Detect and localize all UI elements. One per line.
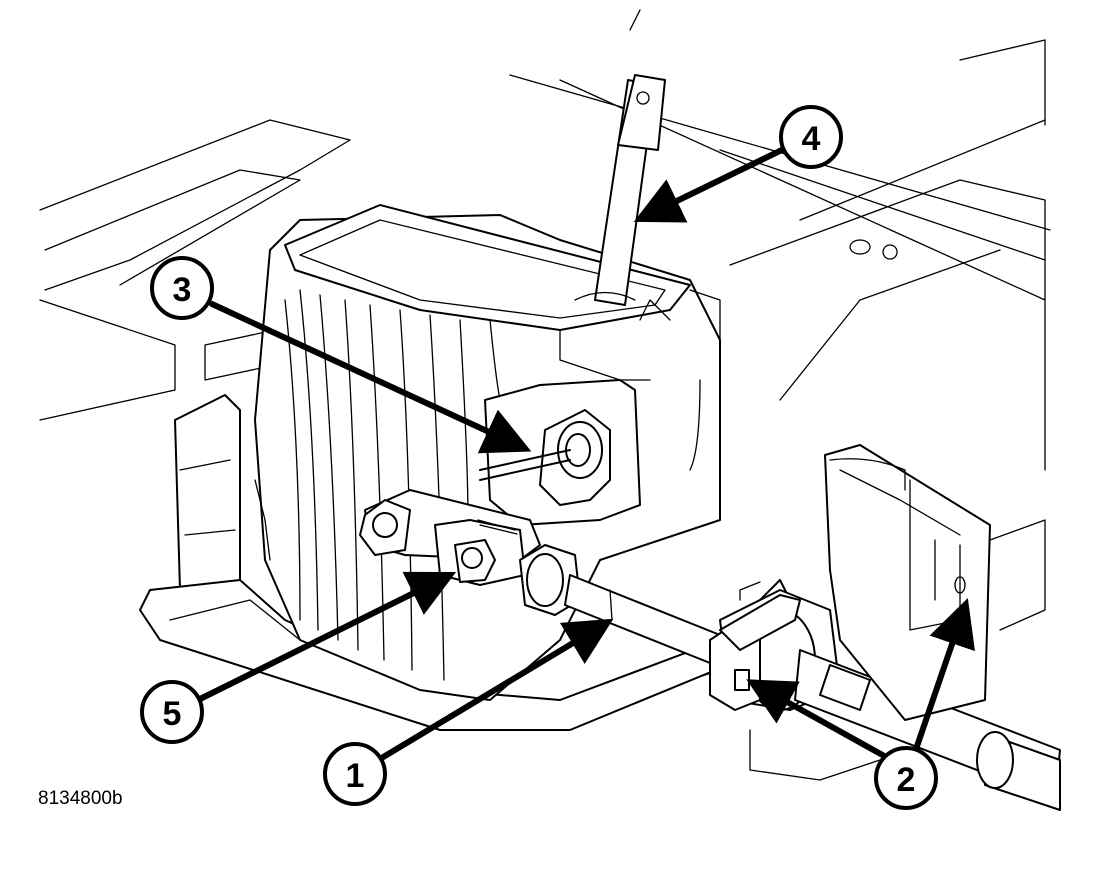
callout-leaders — [195, 144, 975, 765]
callout-4: 4 — [779, 105, 843, 169]
callout-3: 3 — [150, 256, 214, 320]
shift-lever — [574, 9, 666, 306]
callout-1: 1 — [323, 742, 387, 806]
callout-5-label: 5 — [163, 695, 182, 733]
callout-1-label: 1 — [346, 757, 365, 795]
callout-4-label: 4 — [802, 120, 821, 158]
callout-5-leader — [195, 571, 457, 703]
callout-3-label: 3 — [173, 271, 192, 309]
cable-bracket — [479, 379, 641, 526]
callout-1-leader — [372, 618, 614, 765]
callout-2-label: 2 — [897, 761, 916, 799]
figure-id: 8134800b — [38, 788, 123, 809]
callout-5: 5 — [140, 680, 204, 744]
callout-2-leader-clip — [746, 679, 898, 765]
callout-4-leader — [633, 144, 791, 223]
adjustment-lever — [359, 489, 541, 586]
callout-2-leader-bracket — [912, 597, 975, 755]
callout-3-leader — [209, 301, 532, 454]
callout-2: 2 — [874, 746, 938, 810]
